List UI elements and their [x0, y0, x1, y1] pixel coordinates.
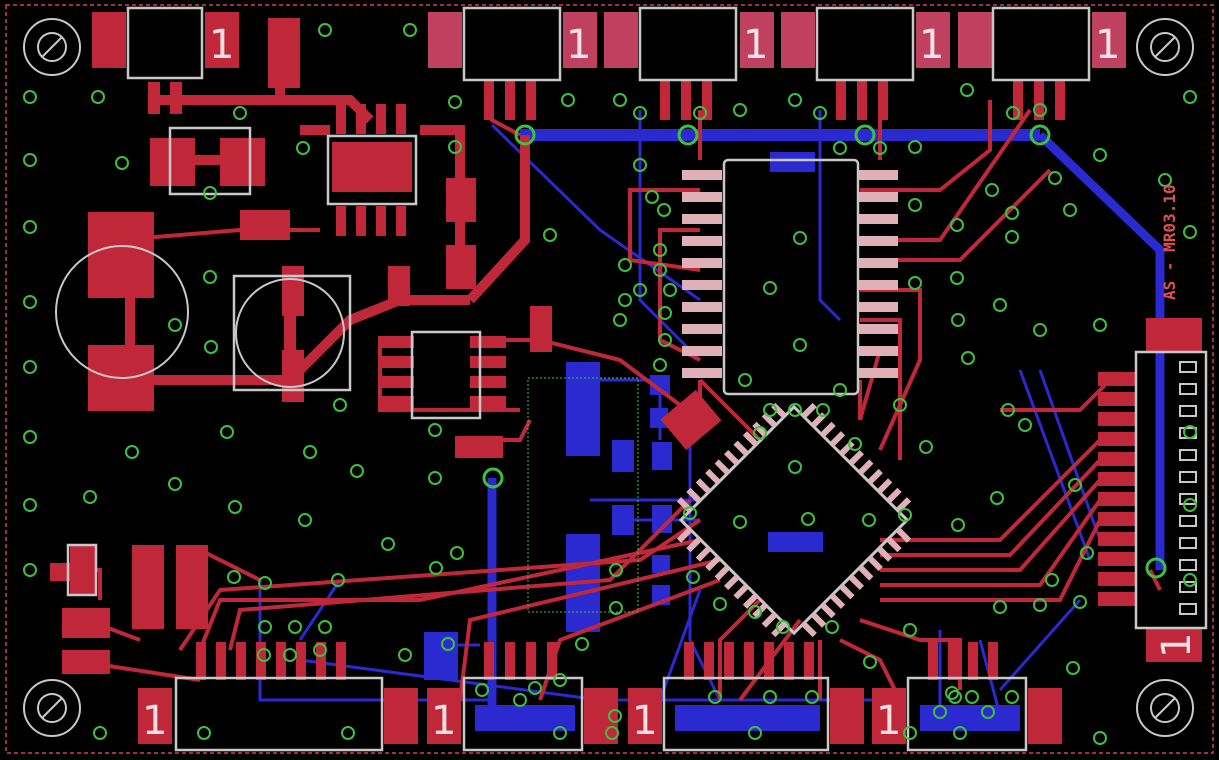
- pin-one-marker: 1: [1154, 633, 1200, 658]
- board-label: AS - MR03.10: [1160, 184, 1179, 300]
- pin-one-marker: 1: [876, 698, 901, 744]
- silkscreen-layer: [55, 6, 1208, 752]
- j10-pin-slots: [1179, 361, 1197, 615]
- pin-one-marker: 1: [566, 22, 591, 68]
- pin-one-marker: 1: [1095, 22, 1120, 68]
- pin-one-marker: 1: [743, 22, 768, 68]
- mcu-qfp: [676, 402, 912, 638]
- pin-one-marker: 1: [632, 698, 657, 744]
- pin-one-marker: 1: [919, 22, 944, 68]
- board-outline: [5, 4, 1214, 754]
- mounting-holes: [23, 18, 1194, 737]
- pin-one-marker: 1: [209, 22, 234, 68]
- u2-pins: [682, 170, 898, 378]
- pin-one-marker: 1: [142, 698, 167, 744]
- pin-one-marker: 1: [431, 698, 456, 744]
- vias: [23, 23, 1197, 745]
- top-pads: [50, 12, 1202, 744]
